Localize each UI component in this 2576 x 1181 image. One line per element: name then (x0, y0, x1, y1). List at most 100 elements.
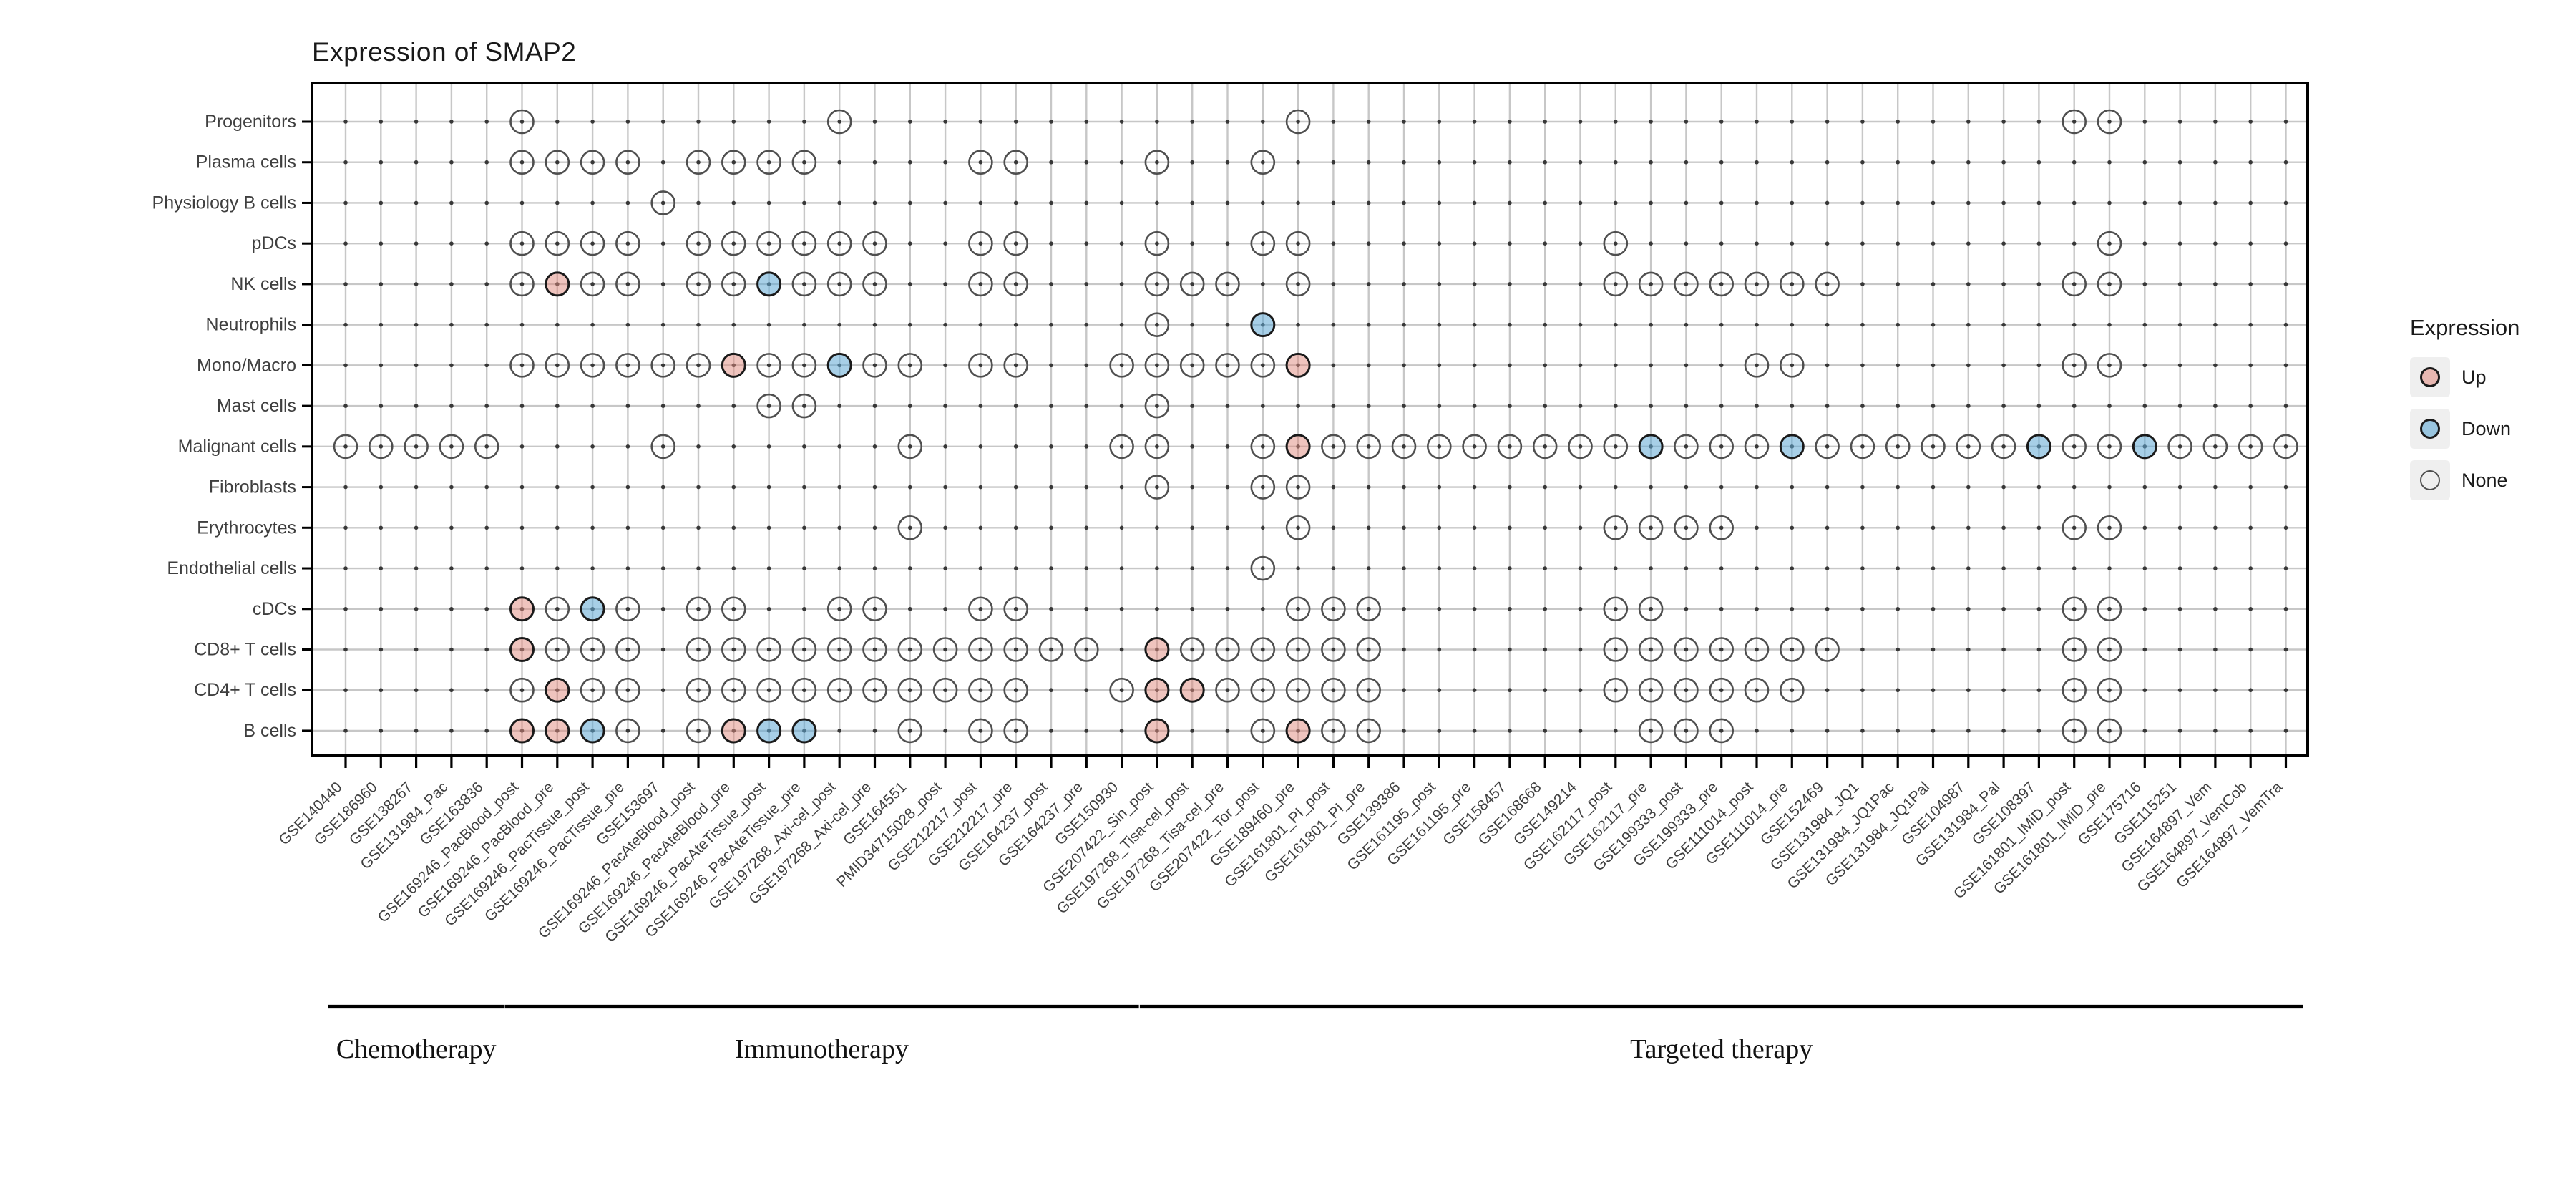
expression-dot (1462, 434, 1487, 460)
expression-dots (333, 109, 2298, 744)
plot-border (311, 82, 2309, 757)
expression-dot (2062, 515, 2087, 540)
expression-dot (862, 230, 887, 256)
expression-dot (1003, 677, 1028, 703)
expression-dot (721, 718, 746, 744)
expression-dot (1709, 434, 1734, 460)
expression-dot (1638, 434, 1664, 460)
expression-dot (1674, 677, 1699, 703)
row-label: Mast cells (217, 396, 296, 416)
expression-dot (2062, 677, 2087, 703)
expression-dot (2097, 230, 2122, 256)
expression-dot (968, 353, 993, 378)
expression-dot (1815, 637, 1840, 662)
expression-dot (615, 637, 640, 662)
expression-dot (1497, 434, 1523, 460)
expression-dot (1215, 677, 1240, 703)
expression-dot (1603, 230, 1629, 256)
expression-dot (721, 352, 746, 378)
expression-dot (1144, 312, 1170, 337)
expression-dot (1144, 271, 1170, 297)
row-label: Malignant cells (178, 437, 296, 457)
expression-dot (791, 353, 817, 378)
expression-dot (509, 636, 535, 662)
therapy-group-label: Immunotherapy (735, 1034, 909, 1064)
expression-dot (1709, 718, 1734, 744)
expression-dot (1991, 434, 2016, 460)
expression-dot (756, 718, 782, 744)
expression-dot (333, 434, 358, 460)
expression-dot (1744, 637, 1770, 662)
expression-dot (2097, 637, 2122, 662)
row-label: Mono/Macro (197, 355, 296, 375)
expression-dot (509, 677, 535, 703)
expression-dot (509, 353, 535, 378)
expression-dot (1321, 637, 1346, 662)
expression-dot (580, 677, 605, 703)
expression-dot (2062, 637, 2087, 662)
expression-dot (2062, 718, 2087, 744)
legend-key-none (2410, 460, 2450, 500)
expression-dot (1285, 230, 1311, 256)
up-dot-icon (2420, 367, 2440, 387)
expression-dot (1709, 515, 1734, 540)
expression-dot (1674, 434, 1699, 460)
expression-dot (1144, 677, 1170, 703)
expression-dot (862, 353, 887, 378)
expression-dot (1674, 271, 1699, 297)
expression-dot (2097, 677, 2122, 703)
grid-intersection-dots (343, 120, 2288, 733)
expression-dot (968, 596, 993, 622)
expression-dot (545, 596, 570, 622)
expression-dot (368, 434, 394, 460)
expression-dot (897, 434, 923, 460)
expression-dot (1391, 434, 1417, 460)
expression-dot (826, 596, 852, 622)
expression-dot (1638, 677, 1664, 703)
expression-dot (545, 677, 570, 703)
expression-dot (2062, 109, 2087, 135)
down-dot-icon (2420, 419, 2440, 439)
expression-dot (1780, 677, 1805, 703)
expression-dot (1003, 637, 1028, 662)
expression-dot (2238, 434, 2263, 460)
expression-dot (580, 596, 605, 622)
expression-dot (932, 637, 958, 662)
expression-dot (1250, 312, 1276, 338)
expression-dot (1003, 596, 1028, 622)
row-label: CD4+ T cells (194, 680, 296, 700)
expression-dot (1285, 515, 1311, 540)
expression-dot (1356, 434, 1381, 460)
expression-dot (1568, 434, 1593, 460)
expression-dot (2132, 434, 2157, 460)
expression-dot (615, 596, 640, 622)
expression-dot (721, 150, 746, 175)
expression-dot (1215, 271, 1240, 297)
expression-dot (826, 637, 852, 662)
expression-dot (1144, 353, 1170, 378)
expression-dot (2097, 434, 2122, 460)
expression-dot (580, 718, 605, 744)
none-dot-icon (2420, 470, 2440, 490)
row-label: cDCs (253, 599, 296, 619)
legend-label-none: None (2462, 469, 2508, 491)
expression-dot (756, 677, 781, 703)
expression-dot (968, 718, 993, 744)
expression-dot (545, 718, 570, 744)
expression-dot (1744, 353, 1770, 378)
expression-dot (756, 271, 782, 297)
expression-dot (862, 271, 887, 297)
expression-dot (1921, 434, 1946, 460)
expression-dot (1038, 637, 1064, 662)
expression-dot (1674, 637, 1699, 662)
expression-dot (1780, 353, 1805, 378)
row-label: Plasma cells (196, 152, 296, 172)
expression-dot (2097, 596, 2122, 622)
legend-label-up: Up (2462, 366, 2487, 388)
chart-title: Expression of SMAP2 (312, 37, 577, 67)
expression-dot (1144, 718, 1170, 744)
expression-dot (404, 434, 429, 460)
row-label: Erythrocytes (197, 517, 296, 538)
expression-dot (791, 271, 817, 297)
